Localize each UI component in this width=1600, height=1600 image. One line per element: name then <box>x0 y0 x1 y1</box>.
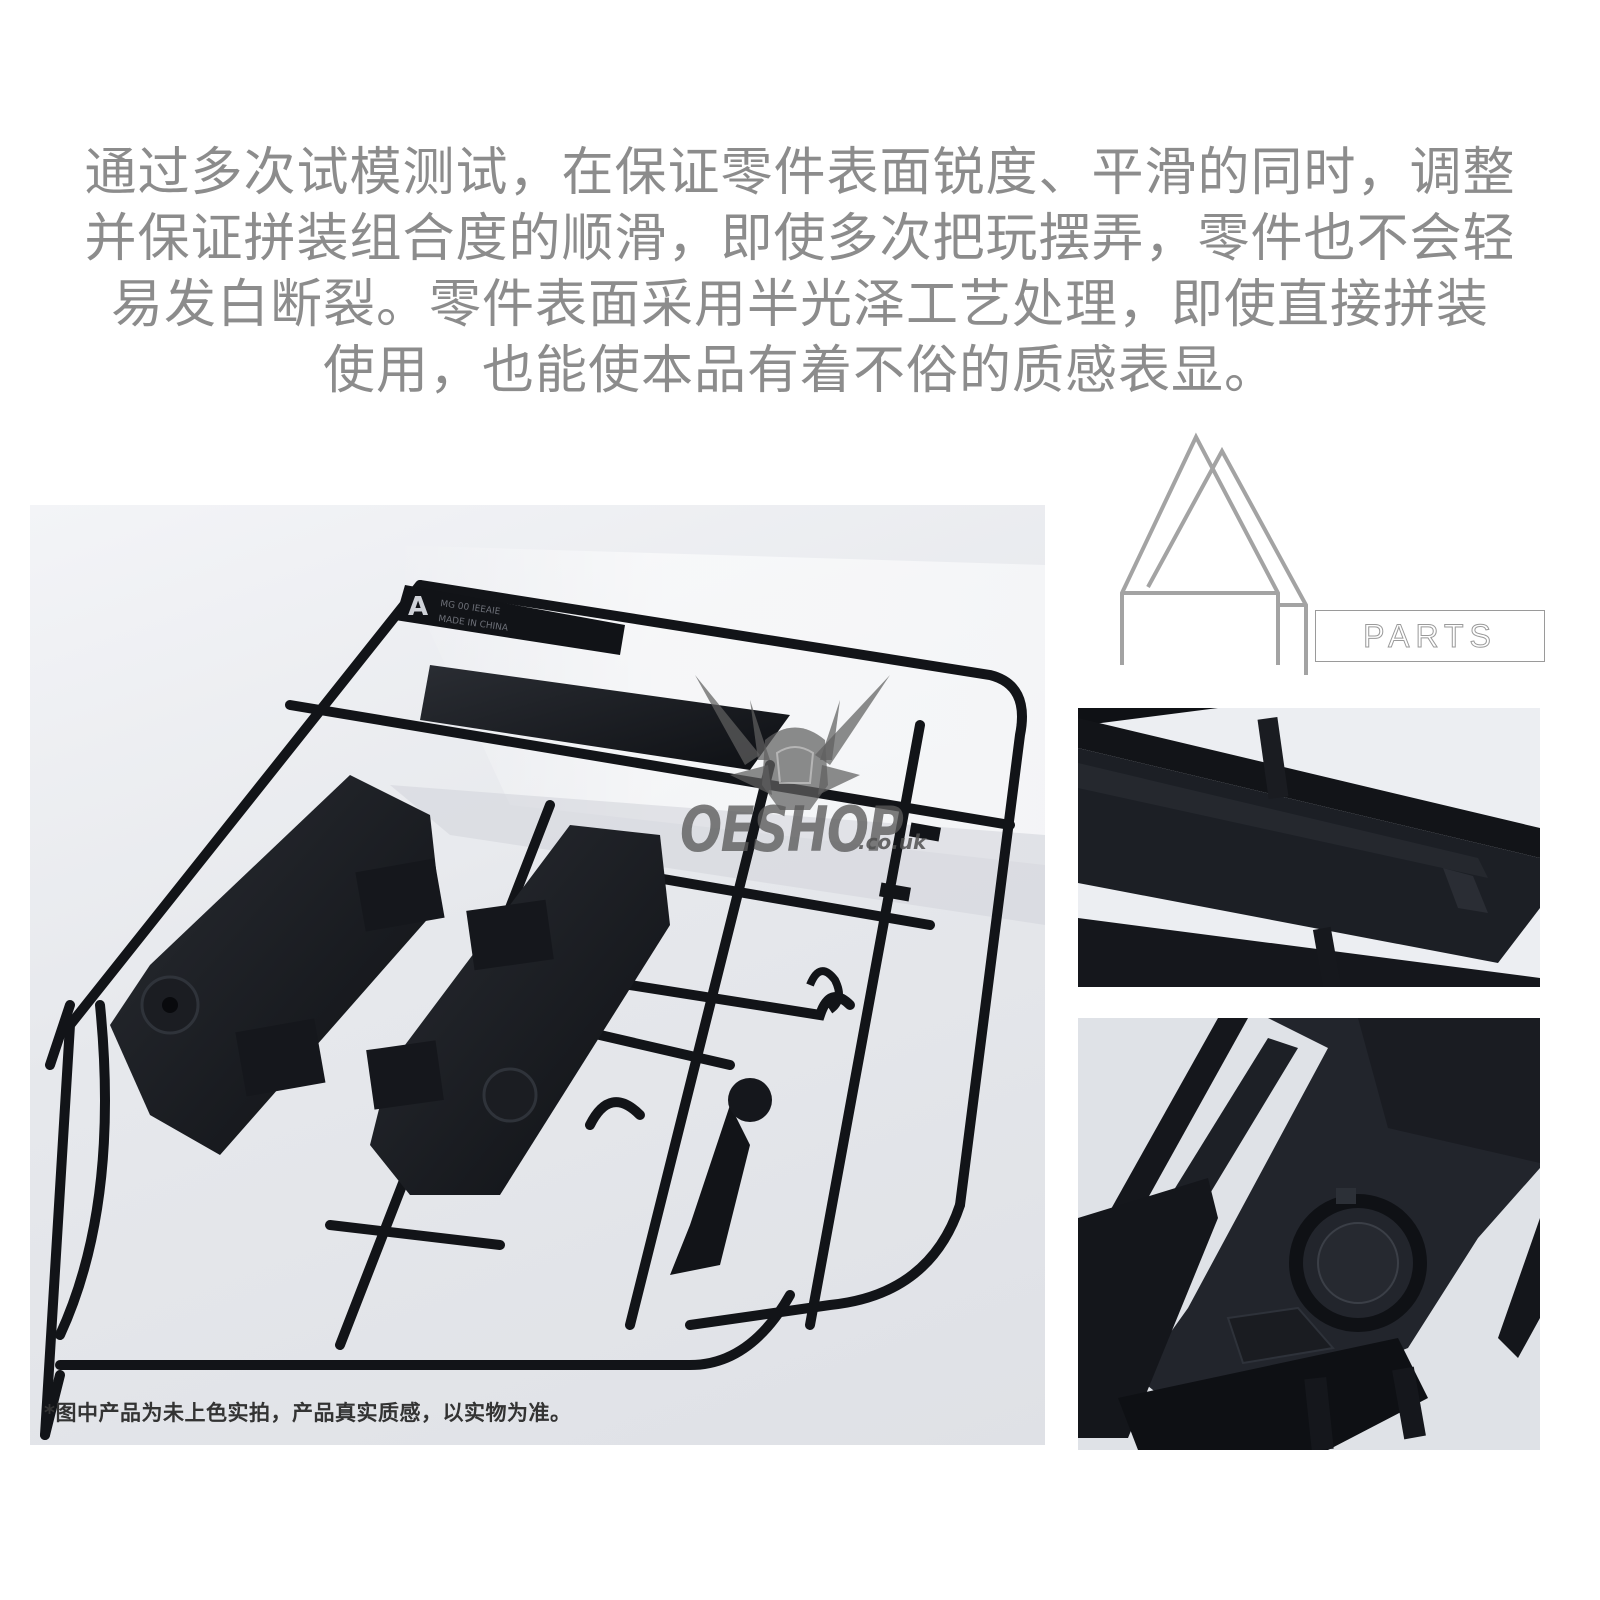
parts-label-text: PARTS <box>1363 617 1497 654</box>
outline-letter-a-icon <box>1110 425 1320 677</box>
detail-photo-armor <box>1078 1018 1540 1450</box>
intro-line-1: 通过多次试模测试，在保证零件表面锐度、平滑的同时，调整 <box>84 143 1516 203</box>
detail-photo-panel <box>1078 708 1540 987</box>
intro-line-4: 使用，也能使本品有着不俗的质感表显。 <box>322 341 1277 401</box>
runner-tag-letter: A <box>408 592 428 622</box>
photo-disclaimer-caption: *图中产品为未上色实拍，产品真实质感，以实物为准。 <box>44 1401 572 1425</box>
intro-line-3: 易发白断裂。零件表面采用半光泽工艺处理，即使直接拼装 <box>110 275 1489 335</box>
parts-label: PARTS <box>1315 610 1545 662</box>
intro-paragraph: 通过多次试模测试，在保证零件表面锐度、平滑的同时，调整 并保证拼装组合度的顺滑，… <box>40 140 1560 404</box>
intro-line-2: 并保证拼装组合度的顺滑，即使多次把玩摆弄，零件也不会轻 <box>84 209 1516 269</box>
main-runner-photo: A MG 00 IEEAIE MADE IN CHINA *图中产品为未上色实拍… <box>30 505 1045 1445</box>
